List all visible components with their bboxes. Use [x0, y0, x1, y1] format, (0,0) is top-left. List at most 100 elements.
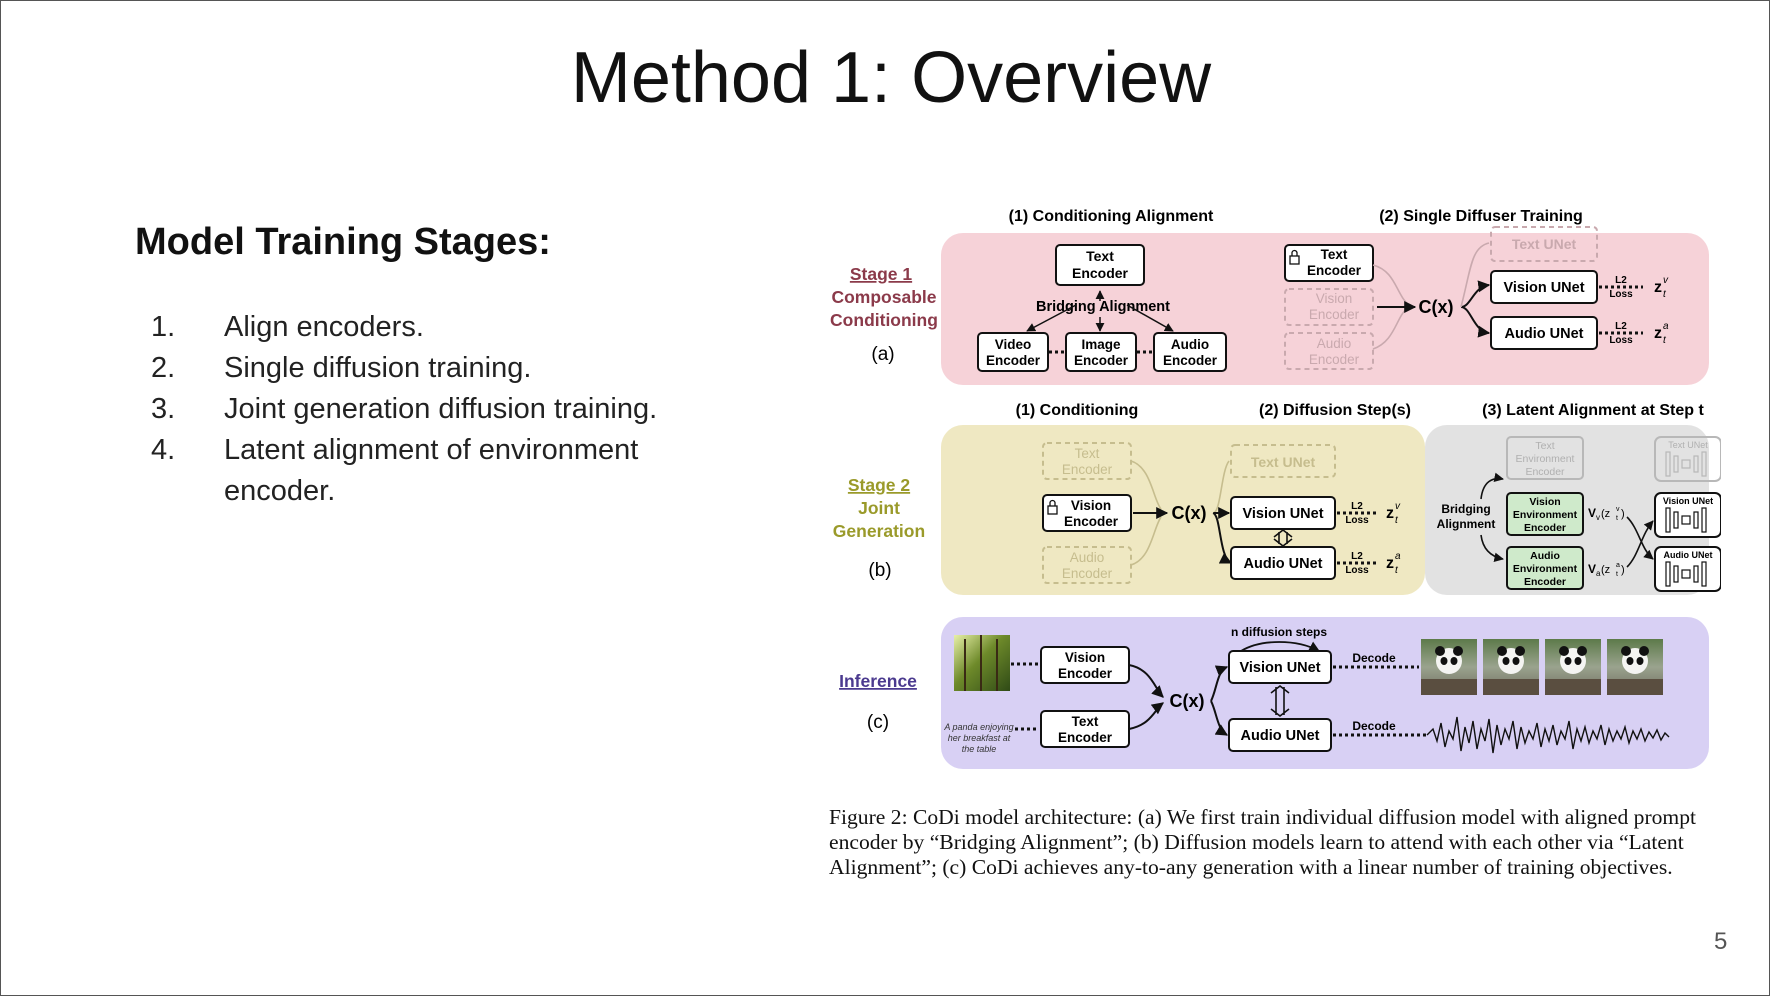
locked-text-encoder-label: Text	[1321, 247, 1348, 262]
stage2-label: Stage 2	[848, 475, 911, 495]
vision-env-encoder-label: Environment	[1513, 509, 1578, 521]
faded-audio-encoder-label: Encoder	[1062, 566, 1113, 581]
stage2-tag: (b)	[868, 560, 891, 581]
v-a-close: )	[1621, 564, 1625, 576]
audio-waveform	[1426, 716, 1670, 754]
image-encoder-box	[1065, 332, 1137, 372]
z-a-symbol: z	[1386, 555, 1394, 572]
v-a-symbol: V	[1588, 562, 1596, 576]
stage1-label: Stage 1	[850, 264, 913, 284]
audio-encoder-box	[1153, 332, 1227, 372]
small-text-unet-label: Text UNet	[1668, 440, 1708, 450]
v-a-arg: (z	[1601, 564, 1610, 576]
faded-text-unet-box	[1490, 226, 1598, 262]
v-v-sub: v	[1596, 513, 1600, 522]
stage2-header-1: (1) Conditioning	[1016, 402, 1139, 419]
vision-unet-label: Vision UNet	[1503, 280, 1584, 296]
faded-arrow	[1130, 460, 1162, 510]
faded-arrow	[1460, 242, 1490, 308]
faded-audio-encoder-label: Encoder	[1309, 352, 1360, 367]
stage2-sub2: Generation	[833, 521, 925, 541]
z-a-sup: a	[1663, 321, 1669, 332]
vision-unet-label: Vision UNet	[1242, 506, 1323, 522]
text-env-encoder-box	[1506, 436, 1584, 480]
bridging-arrow	[1026, 304, 1077, 332]
inference-vision-encoder-label: Encoder	[1058, 666, 1113, 681]
z-a-symbol: z	[1654, 325, 1662, 342]
forest-trees	[964, 635, 998, 691]
slide-title: Method 1: Overview	[570, 38, 1212, 118]
z-v-sub: t	[1395, 515, 1399, 526]
text-encoder-label: Text	[1086, 248, 1114, 264]
stage1-header-left: (1) Conditioning Alignment	[1009, 208, 1214, 225]
figure-caption: Figure 2: CoDi model architecture: (a) W…	[829, 805, 1739, 880]
vision-unet-box	[1490, 270, 1598, 304]
z-a-sup: a	[1395, 551, 1401, 562]
loss-label-bottom: Loss	[1345, 515, 1369, 526]
unet-glyph-icon	[1665, 451, 1707, 477]
text-env-encoder-label: Environment	[1516, 453, 1575, 465]
inference-audio-unet-label: Audio UNet	[1241, 728, 1320, 744]
v-a-sub: a	[1596, 569, 1601, 578]
caption-line: Alignment”; (c) CoDi achieves any-to-any…	[829, 855, 1673, 879]
loss-label-bottom: Loss	[1609, 289, 1633, 300]
z-v-sup: v	[1663, 275, 1669, 286]
faded-vision-encoder-label: Encoder	[1309, 307, 1360, 322]
steps-arrow	[1240, 641, 1320, 652]
inference-text-encoder-label: Encoder	[1058, 730, 1113, 745]
v-v-argsub: t	[1616, 515, 1618, 522]
v-a-argsub: t	[1616, 571, 1618, 578]
unet-glyph-icon	[1665, 561, 1707, 587]
loss-label-bottom: Loss	[1345, 565, 1369, 576]
list-item-text: Single diffusion training.	[224, 352, 532, 384]
vision-encoder-label: Encoder	[1064, 514, 1119, 529]
z-v-sub: t	[1663, 289, 1667, 300]
panda-frame-2	[1483, 639, 1539, 695]
prompt-text: her breakfast at	[948, 733, 1011, 743]
bridging-arrow	[1480, 534, 1504, 563]
stage1-tag: (a)	[871, 344, 894, 365]
list-item: 1. Align encoders.	[151, 307, 711, 348]
cross-arrow	[1626, 520, 1654, 568]
n-steps-label: n diffusion steps	[1231, 625, 1327, 639]
audio-env-encoder-label: Audio	[1530, 550, 1560, 562]
loss-label-top: L2	[1351, 551, 1363, 562]
stages-heading: Model Training Stages:	[135, 221, 551, 263]
list-item-text: Latent alignment of environment encoder.	[224, 434, 639, 507]
video-encoder-label: Video	[995, 337, 1032, 352]
panda-frame-3	[1545, 639, 1601, 695]
faded-text-unet-box	[1230, 444, 1336, 478]
list-item-text: Align encoders.	[224, 311, 424, 343]
decode-label: Decode	[1352, 719, 1396, 733]
list-item-number: 2.	[151, 352, 176, 384]
inference-vision-unet-box	[1228, 650, 1332, 684]
stage1-sub2: Conditioning	[830, 310, 938, 330]
bridging-arrow	[1126, 304, 1174, 332]
flow-arrow	[1128, 702, 1164, 730]
bridging-alignment-label: Bridging Alignment	[1036, 299, 1170, 315]
stage2-header-2: (2) Diffusion Step(s)	[1259, 402, 1411, 419]
faded-text-encoder-label: Text	[1075, 446, 1100, 461]
z-v-symbol: z	[1654, 279, 1662, 296]
image-encoder-label: Encoder	[1074, 353, 1129, 368]
prompt-text: the table	[962, 744, 997, 754]
v-v-symbol: V	[1588, 506, 1596, 520]
z-v-sup: v	[1395, 501, 1401, 512]
caption-line: Figure 2: CoDi model architecture: (a) W…	[829, 805, 1697, 829]
lock-icon	[1047, 499, 1058, 515]
list-item-number: 3.	[151, 393, 176, 425]
stage1-header-right: (2) Single Diffuser Training	[1379, 208, 1583, 225]
audio-unet-label: Audio UNet	[1244, 556, 1323, 572]
prompt-text: A panda enjoying	[943, 722, 1013, 732]
small-audio-unet-label: Audio UNet	[1664, 550, 1713, 560]
audio-env-encoder-label: Environment	[1513, 563, 1578, 575]
v-a-argsup: a	[1616, 562, 1620, 569]
flow-arrow	[1210, 700, 1229, 736]
panda-frame-1	[1421, 639, 1477, 695]
audio-env-encoder-box	[1506, 546, 1584, 590]
vision-encoder-label: Vision	[1071, 498, 1111, 513]
vision-env-encoder-box	[1506, 492, 1584, 536]
audio-encoder-label: Encoder	[1163, 353, 1218, 368]
list-item-text: Joint generation diffusion training.	[224, 393, 658, 425]
